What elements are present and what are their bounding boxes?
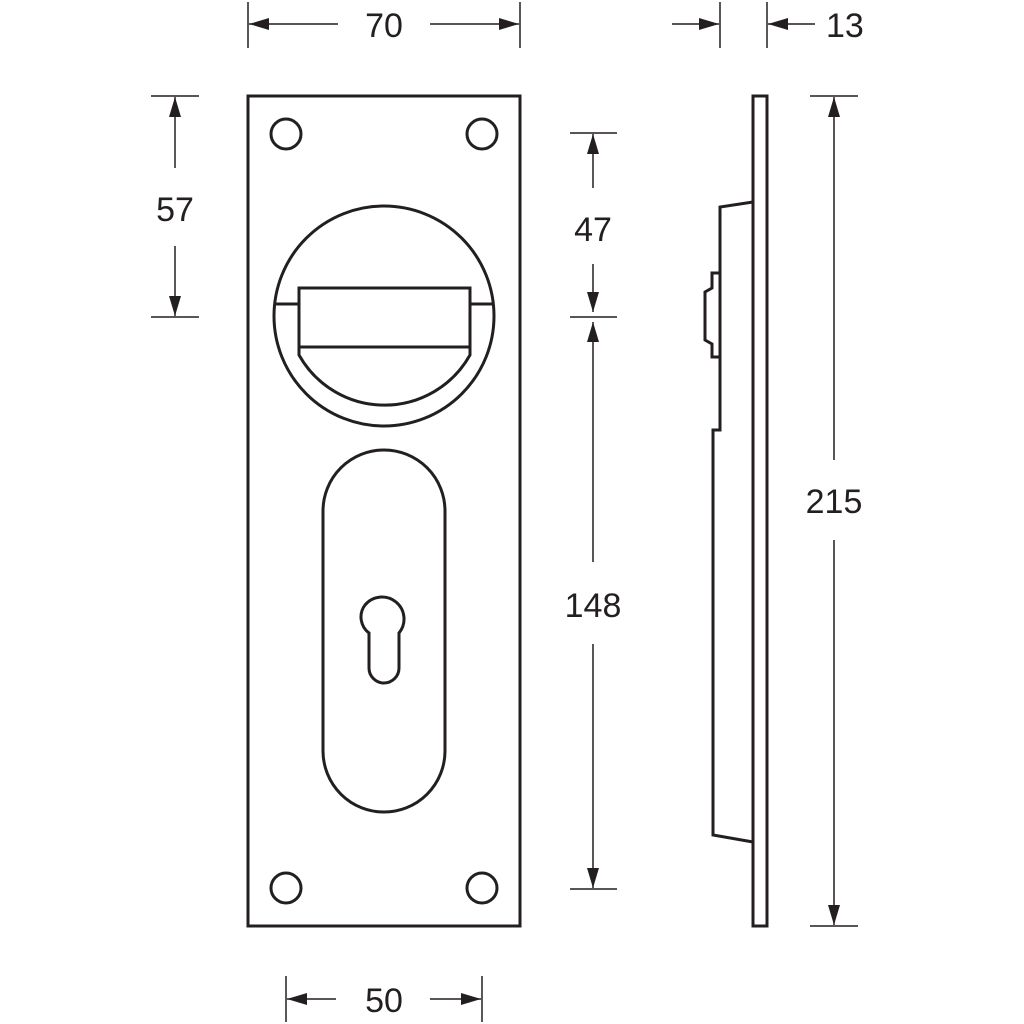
dimension-width: 70	[247, 2, 521, 48]
dimension-depth: 13	[672, 2, 864, 48]
screw-hole	[465, 871, 499, 905]
flush-ring-handle	[272, 204, 496, 428]
dimension-label: 215	[806, 483, 863, 521]
cylinder-keyhole	[359, 595, 406, 685]
dimension-hole-spacing: 50	[285, 976, 483, 1022]
dimension-hole-to-handle: 57	[151, 95, 199, 318]
front-plate	[246, 94, 522, 928]
dimension-label: 13	[826, 7, 864, 45]
dimension-handle-height: 47	[570, 132, 617, 318]
dimension-label: 57	[156, 191, 194, 229]
screw-hole	[465, 117, 499, 151]
screw-hole	[269, 871, 303, 905]
dimension-total-height: 215	[806, 95, 863, 927]
dimension-label: 50	[365, 982, 403, 1020]
screw-hole	[269, 117, 303, 151]
dimension-handle-to-bottom: 148	[565, 322, 622, 890]
dimension-label: 148	[565, 587, 622, 625]
dimension-label: 47	[574, 211, 612, 249]
dimension-label: 70	[365, 7, 403, 45]
side-view	[703, 94, 769, 928]
escutcheon-oval	[321, 448, 447, 814]
